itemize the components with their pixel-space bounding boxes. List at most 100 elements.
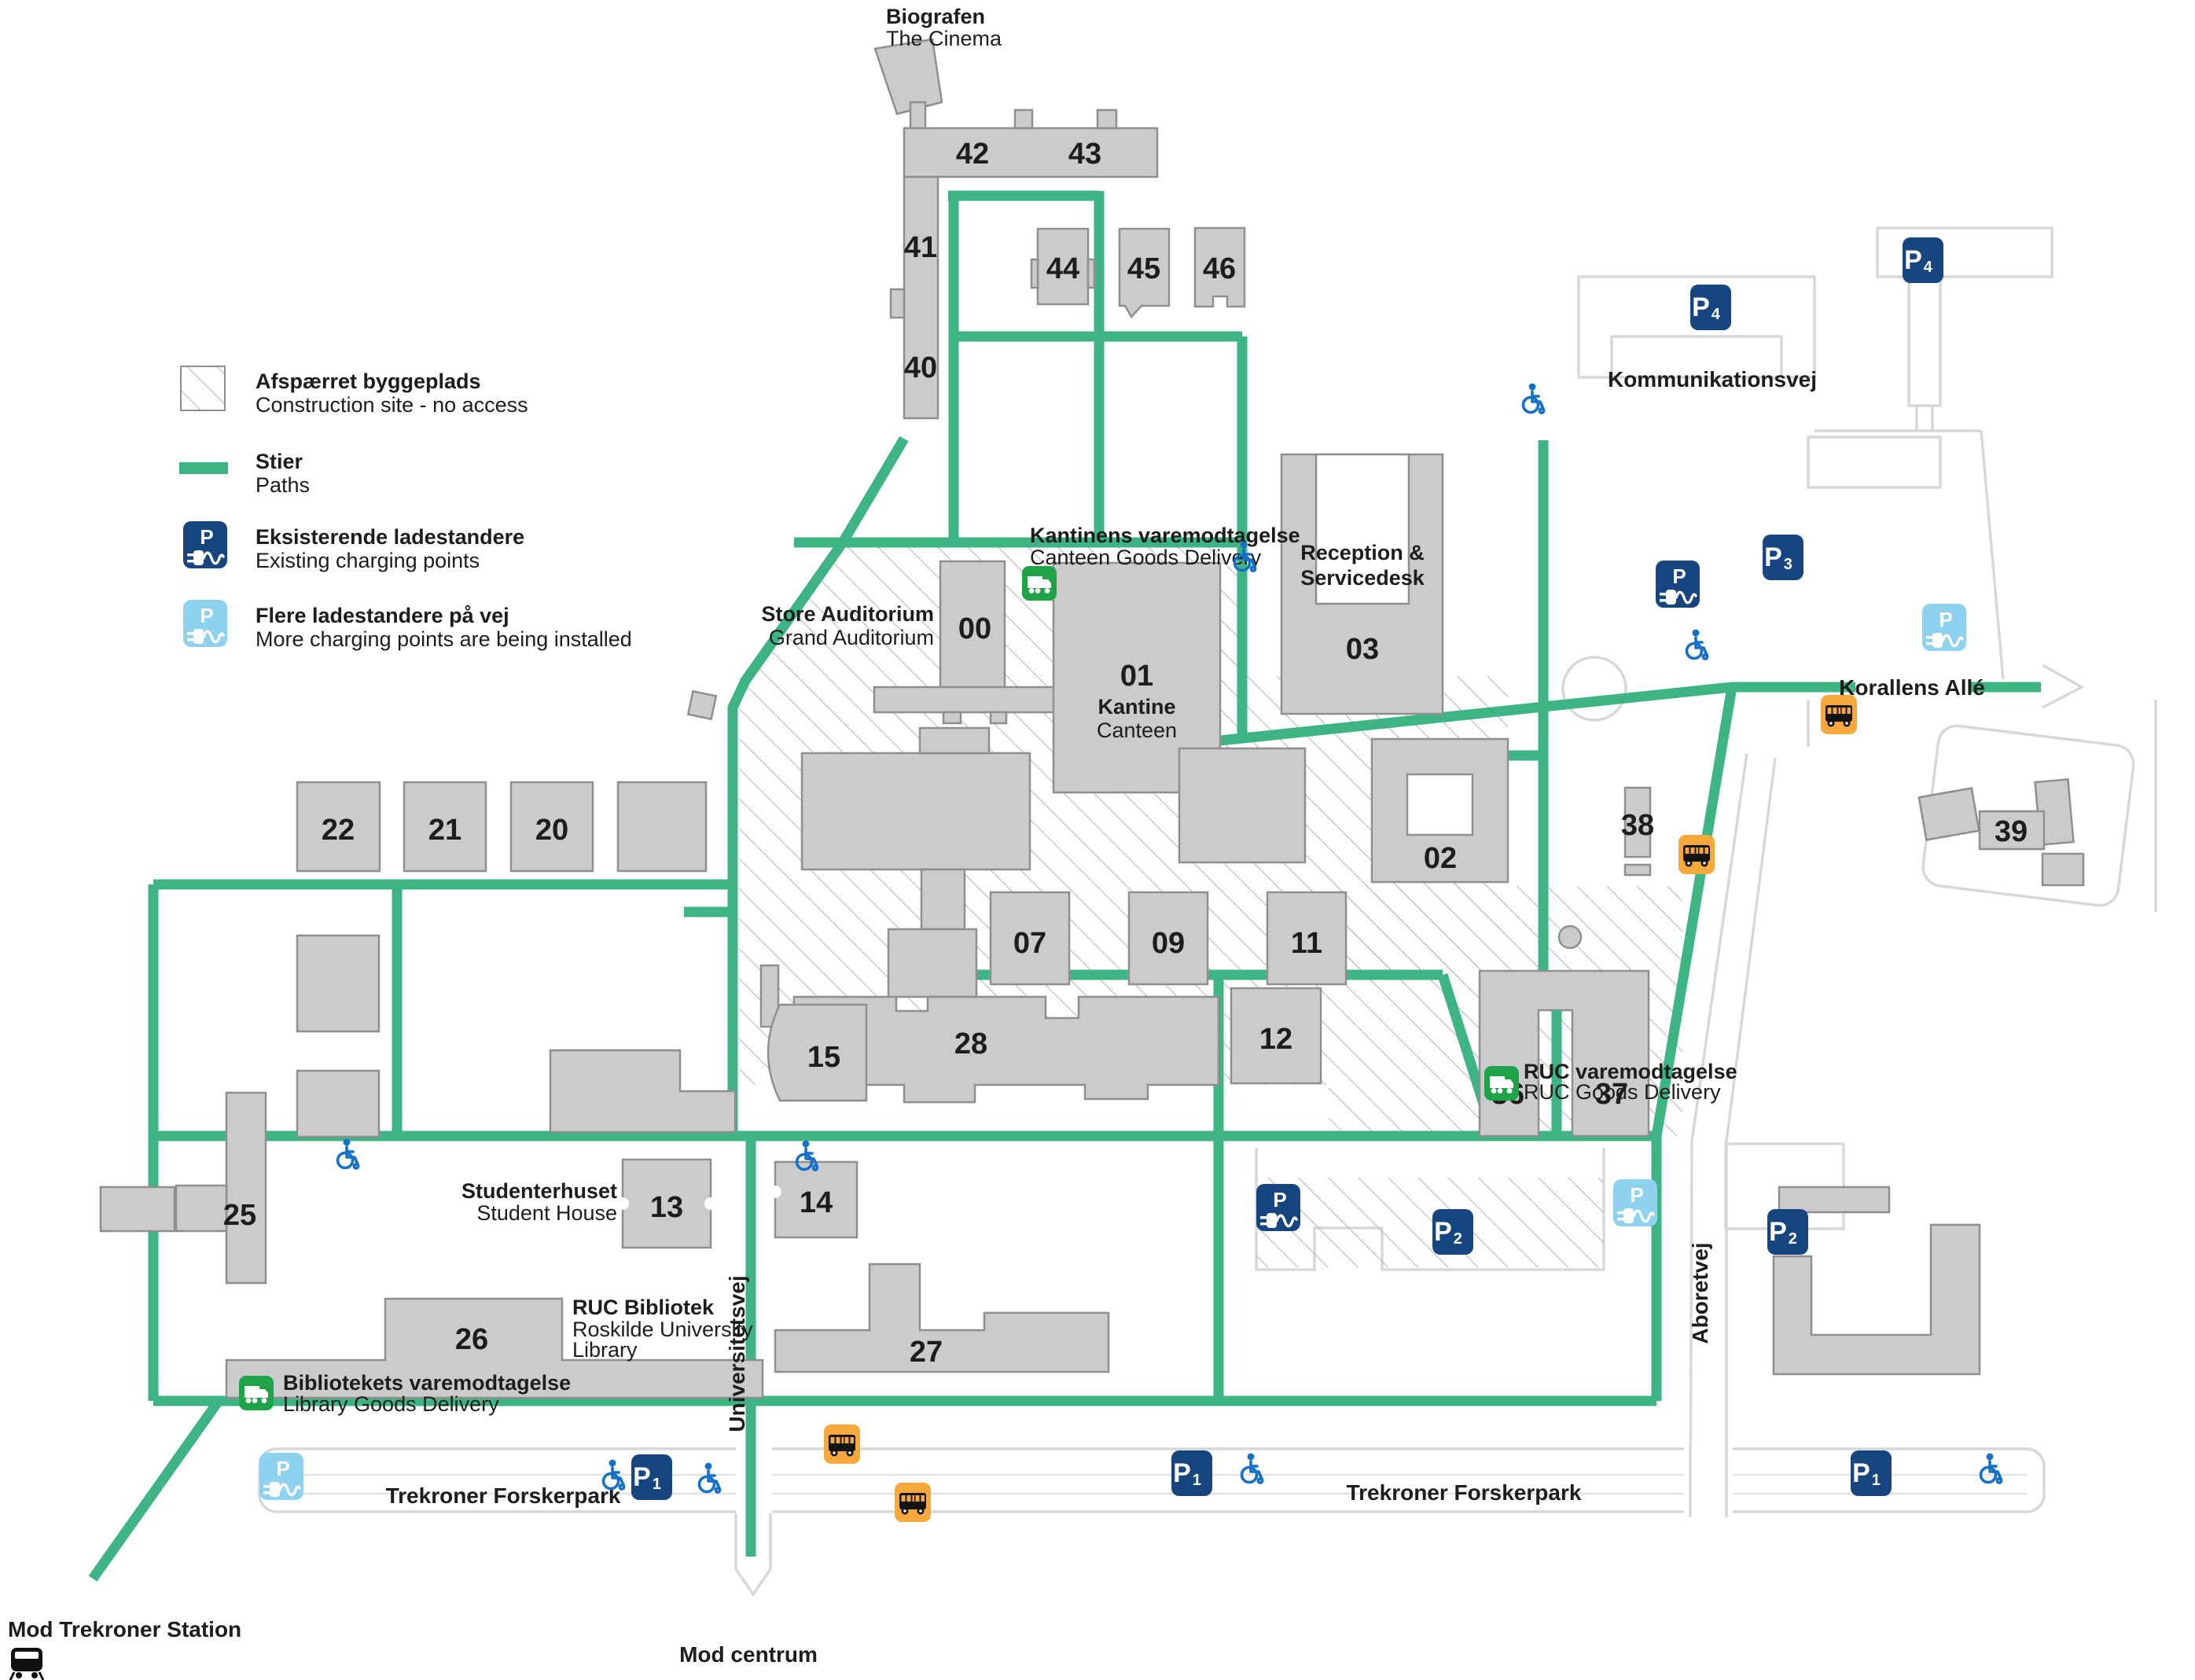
poi-store-auditorium-en: Grand Auditorium [769, 626, 934, 649]
train-station-icon [9, 1646, 45, 1680]
building-label-03: 03 [1346, 633, 1379, 666]
building-label-21: 21 [428, 814, 461, 847]
wheelchair-access-icon [1240, 1451, 1264, 1484]
poi-store-auditorium-da: Store Auditorium [762, 602, 935, 626]
building-label-07: 07 [1013, 927, 1046, 960]
legend-paths-da: Stier [256, 450, 303, 473]
legend-charging-existing-da: Eksisterende ladestandere [256, 525, 524, 549]
building-label-27: 27 [910, 1336, 943, 1369]
building-label-28: 28 [954, 1027, 987, 1061]
legend-construction-en: Construction site - no access [256, 393, 528, 417]
bus-stop-icon [895, 1483, 931, 1522]
building-label-14: 14 [800, 1186, 833, 1219]
legend-charging-planned-en: More charging points are being installed [256, 627, 632, 651]
wheelchair-access-icon [1979, 1451, 2003, 1484]
poi-biografen-en: The Cinema [886, 27, 1002, 50]
legend-construction-swatch [180, 366, 226, 411]
legend-path-swatch [179, 462, 228, 474]
building-label-02: 02 [1424, 842, 1457, 875]
poi-biografen-da: Biografen [886, 5, 985, 28]
wheelchair-access-icon [697, 1461, 722, 1494]
poi-kantine-en: Canteen [1097, 719, 1177, 742]
map-labels: Biografen The Cinema Store Auditorium Gr… [8, 5, 1985, 1667]
road-outlines [258, 226, 2157, 1597]
legend-paths-en: Paths [256, 473, 310, 497]
goods-delivery-truck-icon [239, 1376, 274, 1410]
charging-point-planned-icon [182, 598, 229, 649]
poi-kantine-da: Kantine [1098, 695, 1175, 719]
goods-delivery-truck-icon [1484, 1066, 1519, 1101]
building-label-39: 39 [1995, 815, 2028, 848]
building-label-44: 44 [1046, 252, 1079, 285]
goods-delivery-truck-icon [1022, 566, 1057, 601]
charging-point-icon [1255, 1182, 1302, 1233]
direction-mod-centrum: Mod centrum [679, 1642, 818, 1667]
bus-stop-icon [824, 1425, 860, 1464]
poi-ruc-bibliotek-line2: Roskilde University [572, 1318, 753, 1341]
building-label-26: 26 [455, 1323, 488, 1356]
direction-mod-trekroner-station: Mod Trekroner Station [8, 1617, 241, 1641]
wheelchair-access-icon [1685, 627, 1709, 660]
buildings [99, 38, 2085, 1399]
wheelchair-access-icon [336, 1137, 360, 1170]
street-trekroner-forskerpark-east: Trekroner Forskerpark [1347, 1480, 1582, 1505]
poi-ruc-bibliotek-line3: Library [572, 1338, 638, 1362]
poi-studenterhuset-da: Studenterhuset [461, 1179, 617, 1203]
bus-stop-icon [1678, 835, 1715, 874]
legend: Afspærret byggeplads Construction site -… [179, 366, 632, 651]
poi-ruc-varemodtagelse-da: RUC varemodtagelse [1524, 1060, 1737, 1083]
building-label-00: 00 [958, 612, 991, 645]
building-label-01: 01 [1120, 660, 1153, 693]
building-label-46: 46 [1203, 252, 1236, 285]
building-label-09: 09 [1152, 927, 1185, 960]
wheelchair-access-icon [1521, 381, 1546, 414]
poi-ruc-bibliotek-line1: RUC Bibliotek [572, 1296, 715, 1319]
building-label-42: 42 [956, 138, 989, 171]
building-label-40: 40 [904, 351, 937, 384]
building-label-45: 45 [1127, 252, 1160, 285]
street-korallens-alle: Korallens Allé [1839, 675, 1985, 700]
poi-bibliotekets-varemodtagelse-en: Library Goods Delivery [283, 1392, 499, 1416]
bus-stop-icon [1821, 695, 1857, 734]
street-aboretvej: Aboretvej [1688, 1242, 1712, 1344]
poi-kantinens-varemodtagelse-da: Kantinens varemodtagelse [1030, 524, 1300, 547]
legend-charging-planned-da: Flere ladestandere på vej [256, 604, 509, 627]
building-label-37: 37 [1595, 1078, 1628, 1111]
charging-point-planned-icon [1612, 1178, 1659, 1228]
building-label-25: 25 [223, 1199, 256, 1232]
poi-reception-line2: Servicedesk [1300, 566, 1425, 590]
building-label-12: 12 [1259, 1023, 1292, 1056]
building-label-43: 43 [1068, 138, 1101, 171]
charging-point-planned-icon [258, 1451, 305, 1502]
charging-point-icon [182, 520, 229, 570]
legend-construction-da: Afspærret byggeplads [256, 369, 481, 393]
poi-kantinens-varemodtagelse-en: Canteen Goods Delivery [1030, 546, 1262, 569]
svg-text:P4: P4 [1904, 245, 1933, 276]
poi-bibliotekets-varemodtagelse-da: Bibliotekets varemodtagelse [283, 1371, 571, 1395]
building-label-11: 11 [1291, 927, 1322, 960]
street-trekroner-forskerpark-west: Trekroner Forskerpark [386, 1483, 621, 1508]
building-label-38: 38 [1621, 809, 1654, 842]
poi-ruc-varemodtagelse-en: RUC Goods Delivery [1524, 1080, 1721, 1104]
legend-charging-existing-en: Existing charging points [256, 549, 480, 572]
building-label-22: 22 [322, 814, 355, 847]
building-label-41: 41 [904, 231, 937, 264]
building-label-13: 13 [650, 1191, 683, 1224]
building-label-20: 20 [535, 814, 568, 847]
poi-studenterhuset-en: Student House [476, 1201, 617, 1225]
building-cinema [873, 38, 943, 116]
poi-reception-line1: Reception & [1300, 541, 1425, 564]
charging-point-planned-icon [1921, 602, 1968, 653]
street-kommunikationsvej: Kommunikationsvej [1608, 367, 1817, 392]
charging-point-icon [1654, 559, 1701, 609]
street-universitetsvej: Universitetsvej [725, 1275, 749, 1432]
